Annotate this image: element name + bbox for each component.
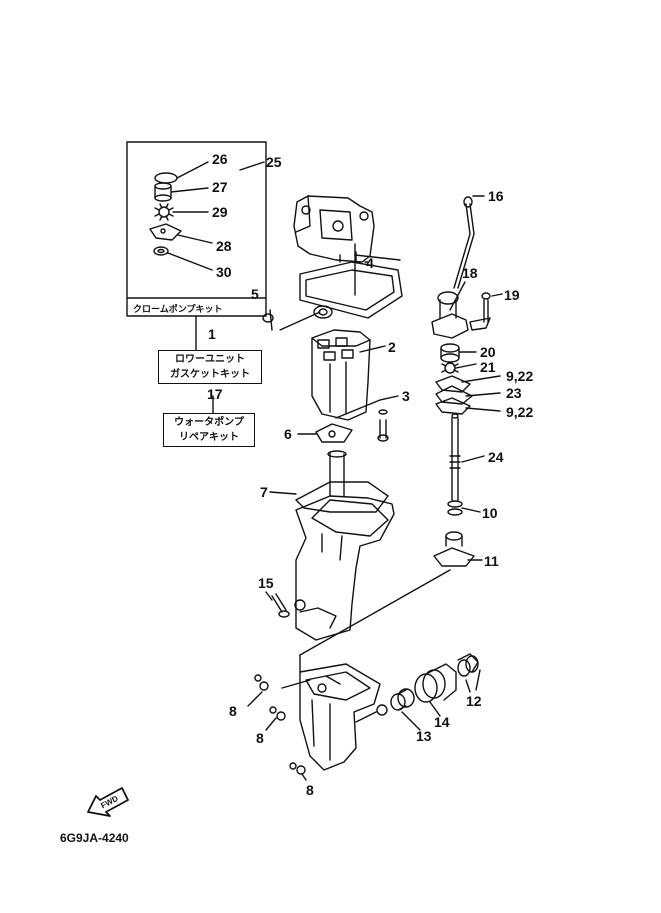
callout-27: 27 [212, 179, 228, 195]
part-5-oil-seal [262, 313, 274, 323]
callout-7: 7 [260, 484, 268, 500]
callout-16: 16 [488, 188, 504, 204]
callout-29: 29 [212, 204, 228, 220]
part-14-bearing-housing [414, 663, 457, 703]
part-9-22-gasket-lower [435, 397, 471, 415]
callout-9-22-upper: 9,22 [506, 368, 533, 384]
part-8-drain-plug-middle [269, 706, 286, 721]
callout-3: 3 [402, 388, 410, 404]
callout-8-lower: 8 [306, 782, 314, 798]
callout-11: 11 [484, 553, 499, 569]
part-29-impeller [154, 203, 174, 221]
callout-25: 25 [266, 154, 282, 170]
callout-19: 19 [504, 287, 520, 303]
callout-15: 15 [258, 575, 274, 591]
part-27-insert-cartridge [154, 182, 172, 202]
callout-18: 18 [462, 265, 478, 281]
lower-unit-gasket-kit-line1: ロワーユニット [175, 354, 245, 365]
part-21-impeller [441, 362, 459, 374]
callout-28: 28 [216, 238, 232, 254]
chrome-pump-kit-title: クロームポンプキット [133, 305, 223, 315]
part-6-gasket [315, 423, 353, 443]
part-11-pump-base [433, 531, 475, 567]
part-18-pump-case [431, 291, 469, 339]
callout-13: 13 [416, 728, 432, 744]
prop-shaft-assembly [355, 688, 415, 723]
callout-5: 5 [251, 286, 259, 302]
part-26-gasket [154, 172, 178, 184]
upper-casing-block [293, 195, 375, 263]
callout-26: 26 [212, 151, 228, 167]
part-8-drain-plug-lower [289, 762, 306, 775]
part-12-bolt-seal [457, 653, 479, 677]
part-10-washers [447, 500, 463, 516]
water-pump-repair-kit-line2: リペアキット [179, 432, 239, 443]
callout-2: 2 [388, 339, 396, 355]
callout-6: 6 [284, 426, 292, 442]
callout-labels: 26 25 27 29 28 30 1 17 16 4 5 18 19 2 20… [99, 151, 533, 810]
part-3-dowel-pin [377, 409, 389, 442]
callout-24: 24 [488, 449, 504, 465]
callout-23: 23 [506, 385, 522, 401]
water-pump-repair-kit-box: ウォータポンプ リペアキット [163, 413, 255, 447]
callout-17: 17 [207, 386, 223, 402]
callout-30: 30 [216, 264, 232, 280]
callout-9-22-lower: 9,22 [506, 404, 533, 420]
callout-10: 10 [482, 505, 498, 521]
lower-unit-gasket-kit-box: ロワーユニット ガスケットキット [158, 350, 262, 384]
part-8-drain-plug-upper [254, 674, 269, 691]
part-9-22-gasket-upper [435, 375, 471, 393]
part-19-bolt [469, 292, 491, 331]
drive-shaft-housing [294, 450, 395, 641]
callout-14: 14 [434, 714, 450, 730]
callout-21: 21 [480, 359, 496, 375]
callout-20: 20 [480, 344, 496, 360]
lower-gear-case [299, 663, 381, 771]
lower-unit-gasket-kit-line2: ガスケットキット [170, 369, 250, 380]
part-7-gasket [295, 481, 389, 513]
callout-8-upper: 8 [229, 703, 237, 719]
callout-1: 1 [208, 326, 216, 342]
part-2-exhaust-housing [311, 329, 371, 421]
fwd-label: FWD [99, 794, 120, 811]
diagram-code: 6G9JA-4240 [60, 831, 129, 845]
part-4-exhaust-gasket [299, 261, 403, 319]
part-15-plug [271, 593, 290, 618]
callout-12: 12 [466, 693, 482, 709]
part-16-water-tube [453, 196, 475, 289]
callout-8-middle: 8 [256, 730, 264, 746]
part-20-insert-cartridge [440, 343, 460, 363]
callout-4: 4 [366, 255, 374, 271]
part-23-outer-plate [435, 385, 473, 405]
fwd-direction-arrow [87, 787, 129, 817]
part-30-oring [153, 246, 169, 256]
water-pump-repair-kit-line1: ウォータポンプ [174, 417, 244, 428]
part-24-drive-shaft [449, 413, 461, 501]
part-28-cartridge-plate [149, 223, 182, 241]
